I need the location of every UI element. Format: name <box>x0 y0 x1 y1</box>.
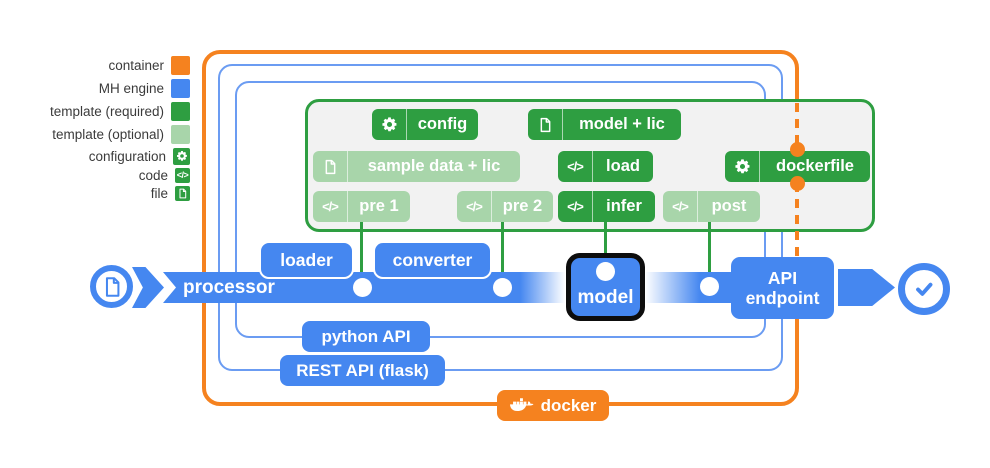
processor-label: processor <box>183 276 275 298</box>
file-icon <box>528 109 562 140</box>
code-icon: </> <box>322 199 339 214</box>
docker-badge: docker <box>497 390 609 421</box>
input-file-circle <box>90 265 133 308</box>
legend-row-code: code </> <box>0 165 190 185</box>
badge-label: load <box>592 151 653 182</box>
loader-step: loader <box>259 241 354 279</box>
pre1-connector-line <box>360 222 363 288</box>
dockerfile-connector-dot-bottom <box>790 176 805 191</box>
pre2-dot <box>493 278 512 297</box>
file-icon <box>175 185 190 201</box>
docker-whale-icon <box>510 398 534 413</box>
flow-chevron <box>132 267 164 308</box>
legend-label: configuration <box>88 148 166 164</box>
pre1-dot <box>353 278 372 297</box>
converter-step: converter <box>373 241 492 279</box>
checkmark-icon <box>911 276 937 302</box>
infer-connector-line <box>604 222 607 270</box>
required-swatch <box>171 101 190 121</box>
docker-label: docker <box>540 395 597 415</box>
legend-row-mh-engine: MH engine <box>0 78 190 98</box>
pre2-connector-line <box>501 222 504 288</box>
template-badge-model-lic: model + lic <box>528 109 681 140</box>
legend-label: template (required) <box>49 103 164 119</box>
legend-label: code <box>138 167 168 183</box>
code-icon: </> <box>672 199 689 214</box>
infer-dot <box>596 262 615 281</box>
template-badge-infer: </> infer <box>558 191 655 222</box>
post-connector-line <box>708 222 711 287</box>
gear-icon <box>372 109 406 140</box>
legend-row-template-optional: template (optional) <box>0 124 190 144</box>
legend-label: MH engine <box>98 80 164 96</box>
python-api-label: python API <box>302 321 430 352</box>
post-dot <box>700 277 719 296</box>
badge-label: pre 2 <box>491 191 553 222</box>
file-icon <box>313 151 347 182</box>
badge-label: model + lic <box>562 109 681 140</box>
code-icon: </> <box>466 199 483 214</box>
legend-label: file <box>150 185 168 201</box>
legend-label: template (optional) <box>52 126 164 142</box>
template-badge-load: </> load <box>558 151 653 182</box>
template-badge-config: config <box>372 109 478 140</box>
output-arrow <box>838 269 895 306</box>
api-endpoint-box: API endpoint <box>731 257 834 319</box>
engine-swatch <box>171 78 190 98</box>
badge-label: infer <box>592 191 655 222</box>
badge-label: pre 1 <box>347 191 410 222</box>
code-icon: </> <box>567 199 584 214</box>
template-badge-post: </> post <box>663 191 760 222</box>
gear-icon <box>173 147 190 165</box>
legend-row-configuration: configuration <box>0 146 190 166</box>
badge-label: config <box>406 109 478 140</box>
template-badge-pre2: </> pre 2 <box>457 191 553 222</box>
template-badge-sample-data: sample data + lic <box>313 151 520 182</box>
badge-label: dockerfile <box>759 151 870 182</box>
legend-row-template-required: template (required) <box>0 101 190 121</box>
badge-label: sample data + lic <box>347 151 520 182</box>
dockerfile-connector-dot-top <box>790 142 805 157</box>
legend-row-container: container <box>0 55 190 75</box>
badge-label: post <box>697 191 760 222</box>
code-icon: </> <box>175 167 190 183</box>
legend-label: container <box>108 57 164 73</box>
legend-row-file: file <box>0 183 190 203</box>
file-icon <box>101 276 123 298</box>
template-badge-pre1: </> pre 1 <box>313 191 410 222</box>
model-label: model <box>577 287 634 308</box>
success-check-circle <box>898 263 950 315</box>
code-icon: </> <box>567 159 584 174</box>
gear-icon <box>725 151 759 182</box>
optional-swatch <box>171 124 190 144</box>
rest-api-label: REST API (flask) <box>280 355 445 386</box>
container-swatch <box>171 55 190 75</box>
